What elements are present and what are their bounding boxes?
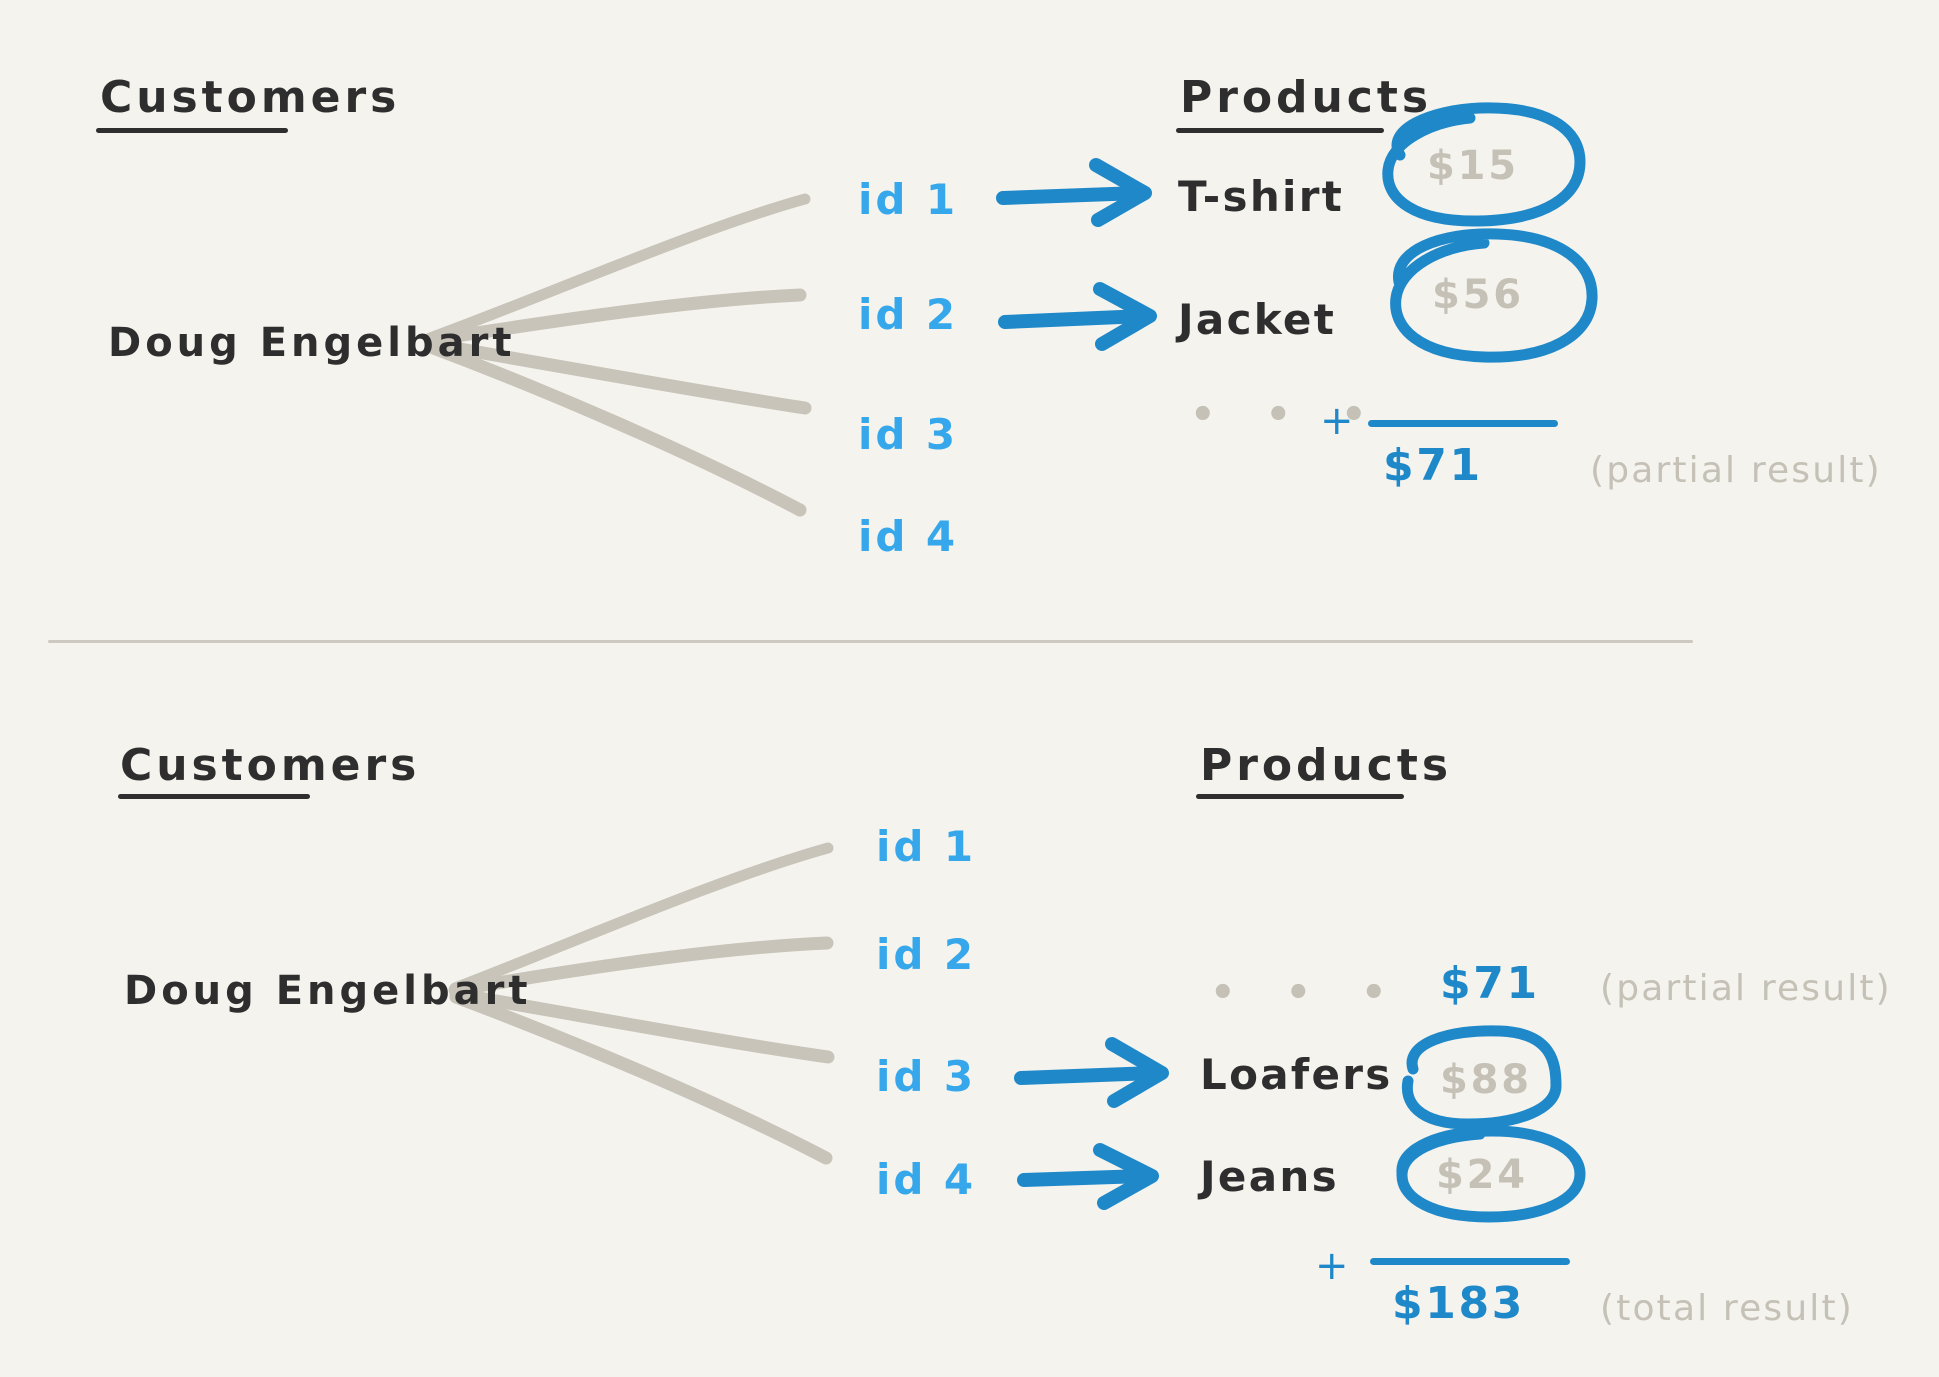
id-label-top-1[interactable]: id 1 <box>858 175 959 224</box>
sum-note-bottom: (total result) <box>1600 1288 1854 1329</box>
carried-value-bottom: $71 <box>1440 958 1540 1009</box>
arrow-id1-to-tshirt <box>996 158 1152 227</box>
arrow-id4-to-jeans <box>1017 1143 1159 1210</box>
sum-rule-bottom <box>1370 1258 1570 1265</box>
panel-divider <box>48 640 1693 643</box>
id-label-bottom-3[interactable]: id 3 <box>876 1052 977 1101</box>
sum-rule-top <box>1368 420 1558 427</box>
price-jacket: $56 <box>1432 272 1524 318</box>
products-heading-bottom: Products <box>1200 740 1452 791</box>
customers-heading-bottom: Customers <box>120 740 421 791</box>
customer-name-bottom: Doug Engelbart <box>124 968 532 1014</box>
sum-value-top: $71 <box>1383 440 1483 491</box>
plus-sign-bottom: + <box>1315 1243 1351 1289</box>
id-label-bottom-1[interactable]: id 1 <box>876 822 977 871</box>
sum-note-top: (partial result) <box>1590 450 1882 491</box>
products-heading-underline-top <box>1176 128 1384 133</box>
customers-heading-underline-bottom <box>118 794 310 799</box>
customers-heading-top: Customers <box>100 72 401 123</box>
sum-value-bottom: $183 <box>1392 1278 1526 1329</box>
customer-name-top: Doug Engelbart <box>108 320 516 366</box>
ellipsis-bottom: • • • <box>1210 970 1405 1016</box>
id-label-bottom-4[interactable]: id 4 <box>876 1155 977 1204</box>
carried-note-bottom: (partial result) <box>1600 968 1892 1009</box>
plus-sign-top: + <box>1320 398 1356 444</box>
product-name-jeans: Jeans <box>1200 1152 1339 1201</box>
price-tshirt: $15 <box>1427 143 1519 189</box>
products-heading-top: Products <box>1180 72 1432 123</box>
arrow-id3-to-loafers <box>1014 1037 1169 1108</box>
price-loafers: $88 <box>1440 1057 1532 1103</box>
product-name-tshirt: T-shirt <box>1178 172 1345 221</box>
customers-heading-underline-top <box>96 128 288 133</box>
id-label-top-4[interactable]: id 4 <box>858 512 959 561</box>
id-label-top-2[interactable]: id 2 <box>858 290 959 339</box>
price-jeans: $24 <box>1436 1152 1528 1198</box>
ellipsis-top: • • • <box>1190 392 1385 438</box>
product-name-loafers: Loafers <box>1200 1050 1393 1099</box>
id-label-top-3[interactable]: id 3 <box>858 410 959 459</box>
id-label-bottom-2[interactable]: id 2 <box>876 930 977 979</box>
arrow-id2-to-jacket <box>998 282 1157 351</box>
products-heading-underline-bottom <box>1196 794 1404 799</box>
product-name-jacket: Jacket <box>1178 295 1337 344</box>
